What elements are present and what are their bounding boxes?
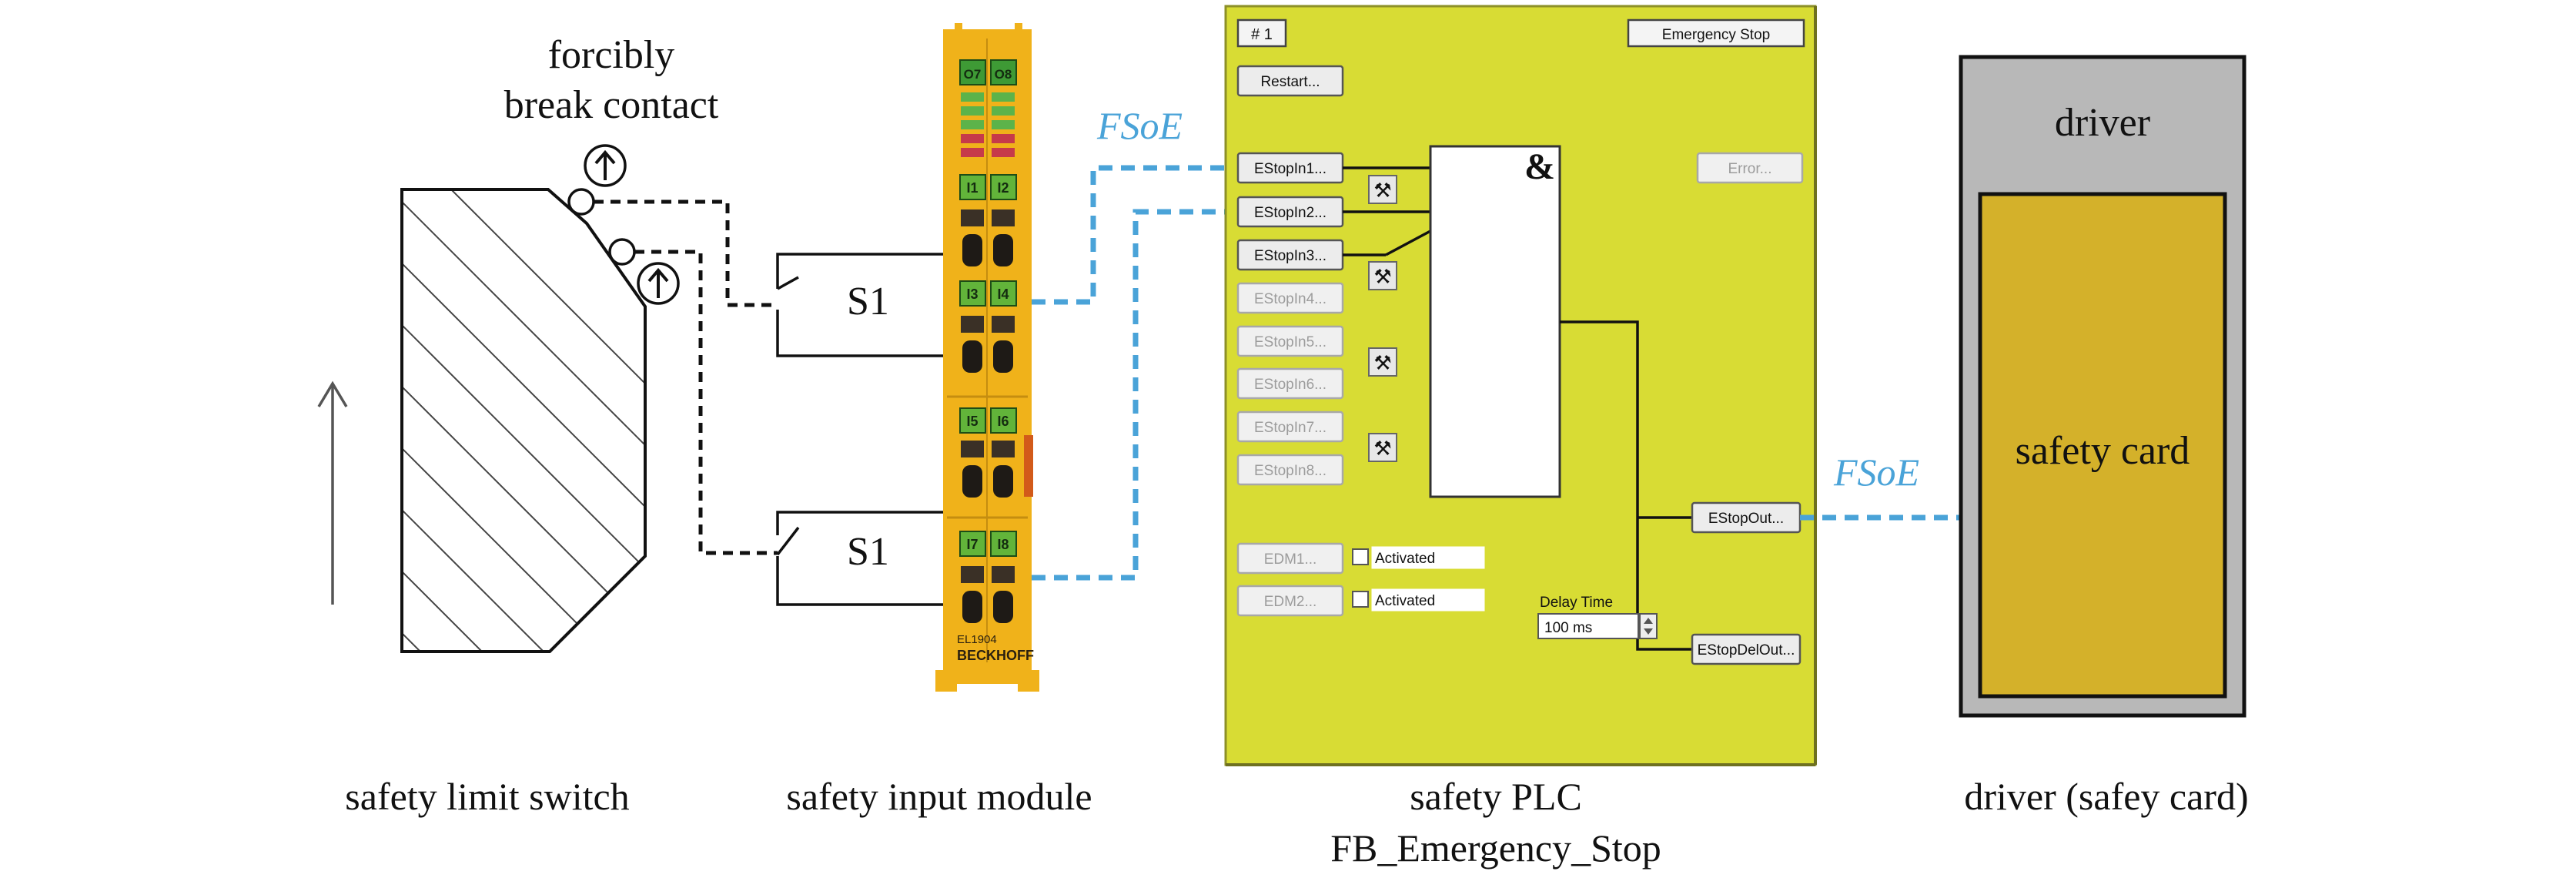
channel-label-i2: I2	[997, 180, 1009, 196]
switch-hatching	[402, 189, 645, 652]
hammer-wrench-icon[interactable]: ⚒	[1368, 175, 1397, 204]
channel-label-i4: I4	[997, 287, 1009, 302]
error-button-label: Error...	[1728, 161, 1771, 177]
terminal-slots	[961, 209, 1033, 623]
switch-label-s1-bottom: S1	[847, 530, 889, 574]
edm2-button[interactable]: EDM2...	[1236, 585, 1344, 617]
safety-card	[1978, 192, 2227, 699]
fsoe-link-1	[1032, 165, 1239, 305]
emergency-stop-title-button[interactable]	[1627, 18, 1805, 48]
driver-title: driver	[2055, 101, 2150, 145]
safety-plc-panel: # 1 Emergency Stop Restart... EStopIn1..…	[1224, 5, 1817, 766]
svg-text:⚒: ⚒	[1373, 351, 1391, 374]
estop-in7-button[interactable]: EStopIn7...	[1236, 411, 1344, 443]
edm2-checkbox[interactable]	[1352, 591, 1369, 608]
estop-in6-button[interactable]: EStopIn6...	[1236, 367, 1344, 400]
delay-time-value: 100 ms	[1544, 620, 1592, 636]
plc-instance-number: # 1	[1251, 26, 1273, 43]
module-label-o8: O8	[995, 67, 1012, 82]
hammer-wrench-icon[interactable]: ⚒	[1368, 433, 1397, 462]
estop-in6-label: EStopIn6...	[1254, 377, 1326, 393]
estop-in1-label: EStopIn1...	[1254, 161, 1326, 177]
forced-break-symbol-icon	[637, 262, 680, 305]
channel-label-i5: I5	[966, 414, 978, 429]
hammer-wrench-icon[interactable]: ⚒	[1368, 261, 1397, 290]
edm1-checkbox[interactable]	[1352, 548, 1369, 565]
svg-text:⚒: ⚒	[1373, 179, 1391, 202]
channel-label-i3: I3	[966, 287, 978, 302]
channel-label-i8: I8	[997, 537, 1009, 552]
edm2-label: EDM2...	[1264, 594, 1317, 610]
contact-label-line1: forcibly	[548, 33, 675, 77]
spin-up-icon	[1644, 618, 1653, 624]
contact-roller-1	[567, 188, 595, 216]
safety-limit-switch: forcibly break contact	[317, 33, 778, 653]
and-symbol: &	[1524, 146, 1555, 187]
svg-text:⚒: ⚒	[1373, 437, 1391, 460]
safety-input-module: O7 O8 I1 I2 I3 I4 I5 I6 I7 I8	[935, 23, 1039, 692]
module-label-o7: O7	[964, 67, 982, 82]
restart-button[interactable]: Restart...	[1236, 65, 1344, 97]
edm1-checkbox-label: Activated	[1375, 551, 1435, 567]
channel-label-i7: I7	[966, 537, 978, 552]
estop-del-out-label: EStopDelOut...	[1698, 642, 1795, 658]
delay-time-input[interactable]	[1537, 613, 1639, 639]
svg-text:⚒: ⚒	[1373, 265, 1391, 288]
estop-del-out-button[interactable]: EStopDelOut...	[1691, 633, 1802, 665]
module-brand: BECKHOFF	[957, 648, 1034, 663]
estop-in4-label: EStopIn4...	[1254, 291, 1326, 307]
fsoe-label-right: FSoE	[1833, 451, 1919, 494]
restart-button-label: Restart...	[1260, 74, 1320, 90]
module-model: EL1904	[957, 633, 997, 646]
switch-contacts: S1 S1	[776, 253, 974, 606]
contact-label-line2: break contact	[504, 83, 719, 127]
channel-label-i6: I6	[997, 414, 1009, 429]
caption-limit-switch: safety limit switch	[345, 775, 629, 818]
delay-time-label: Delay Time	[1540, 595, 1613, 611]
estop-in8-label: EStopIn8...	[1254, 463, 1326, 479]
estop-out-label: EStopOut...	[1708, 511, 1784, 527]
error-button[interactable]: Error...	[1696, 152, 1804, 184]
estop-out-button[interactable]: EStopOut...	[1691, 501, 1802, 534]
contact-roller-2	[608, 238, 636, 266]
emergency-stop-title-label: Emergency Stop	[1662, 27, 1770, 43]
estop-in2-button[interactable]: EStopIn2...	[1236, 196, 1344, 228]
caption-plc-line1: safety PLC	[1410, 775, 1582, 818]
switch-housing	[400, 188, 647, 653]
channel-label-i1: I1	[966, 180, 978, 196]
estop-in1-button[interactable]: EStopIn1...	[1236, 152, 1344, 184]
forced-break-symbol-icon	[584, 144, 627, 187]
delay-spinner[interactable]	[1639, 613, 1658, 639]
estop-in2-label: EStopIn2...	[1254, 205, 1326, 221]
edm1-button[interactable]: EDM1...	[1236, 542, 1344, 575]
estop-in5-label: EStopIn5...	[1254, 334, 1326, 350]
safety-card-label: safety card	[2016, 429, 2190, 473]
and-logic-block	[1429, 145, 1561, 498]
switch-label-s1-top: S1	[847, 280, 889, 323]
estop-in8-button[interactable]: EStopIn8...	[1236, 454, 1344, 486]
caption-plc-line2: FB_Emergency_Stop	[1330, 826, 1661, 870]
estop-in7-label: EStopIn7...	[1254, 420, 1326, 436]
edm2-checkbox-label: Activated	[1375, 593, 1435, 609]
caption-input-module: safety input module	[786, 775, 1092, 818]
fsoe-link-2	[1032, 209, 1239, 581]
spin-down-icon	[1644, 628, 1653, 635]
estop-in3-label: EStopIn3...	[1254, 248, 1326, 264]
hammer-wrench-icon[interactable]: ⚒	[1368, 347, 1397, 377]
caption-driver: driver (safey card)	[1964, 775, 2248, 818]
estop-in3-button[interactable]: EStopIn3...	[1236, 239, 1344, 271]
estop-in5-button[interactable]: EStopIn5...	[1236, 325, 1344, 357]
edm1-label: EDM1...	[1264, 551, 1317, 568]
estop-in4-button[interactable]: EStopIn4...	[1236, 282, 1344, 314]
driver-unit: driver safety card	[1959, 55, 2246, 718]
fsoe-label-left: FSoE	[1096, 104, 1183, 147]
